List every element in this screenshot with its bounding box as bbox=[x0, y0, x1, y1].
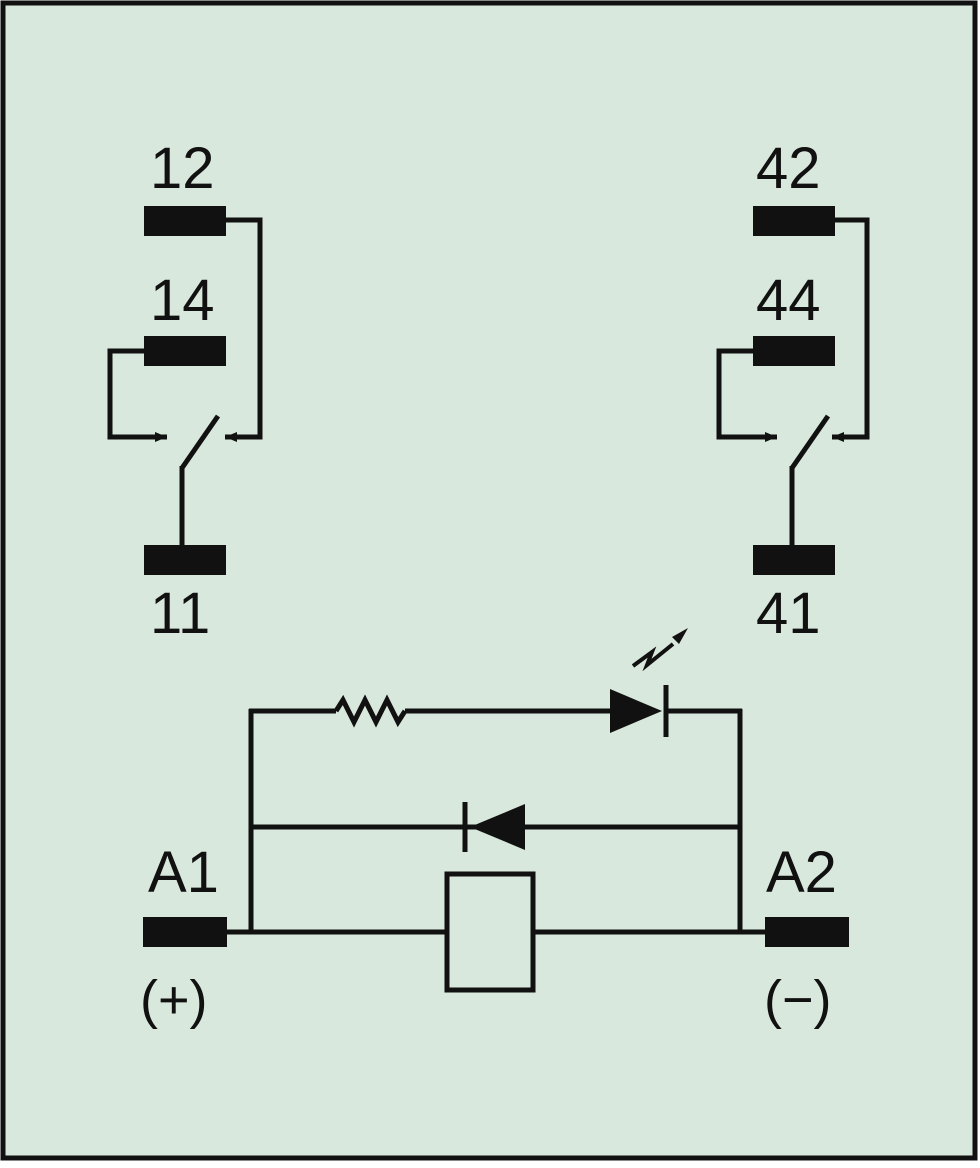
switch-blade-4 bbox=[789, 414, 831, 470]
lightning-icon bbox=[631, 628, 688, 672]
terminal-a2-label: A2 bbox=[766, 840, 837, 905]
terminal-44 bbox=[753, 336, 835, 366]
terminal-a2-polarity: (−) bbox=[764, 970, 832, 1030]
terminal-12-label: 12 bbox=[150, 136, 215, 201]
terminal-11 bbox=[144, 545, 226, 575]
terminal-a1-polarity: (+) bbox=[140, 970, 208, 1030]
terminal-42 bbox=[753, 206, 835, 236]
wire-14 bbox=[107, 348, 167, 442]
resistor-symbol bbox=[333, 694, 408, 728]
terminal-a2 bbox=[765, 917, 849, 947]
contact-set-1: 12 14 11 bbox=[107, 136, 263, 646]
led-symbol bbox=[610, 689, 662, 733]
terminal-44-label: 44 bbox=[756, 268, 821, 333]
wire-44 bbox=[716, 348, 777, 442]
switch-blade-1 bbox=[179, 414, 221, 470]
terminal-41 bbox=[753, 545, 835, 575]
terminal-14 bbox=[144, 336, 226, 366]
terminal-41-label: 41 bbox=[756, 581, 821, 646]
terminal-a1-label: A1 bbox=[148, 840, 219, 905]
terminal-42-label: 42 bbox=[756, 136, 821, 201]
wire-42 bbox=[832, 217, 870, 442]
contact-set-4: 42 44 41 bbox=[716, 136, 870, 646]
terminal-12 bbox=[144, 206, 226, 236]
terminal-a1 bbox=[143, 917, 227, 947]
terminal-14-label: 14 bbox=[150, 268, 215, 333]
diode-symbol bbox=[470, 804, 525, 850]
coil-circuit: A1 (+) A2 (−) bbox=[140, 628, 849, 1030]
wire-12 bbox=[225, 217, 263, 442]
terminal-11-label: 11 bbox=[150, 581, 210, 646]
